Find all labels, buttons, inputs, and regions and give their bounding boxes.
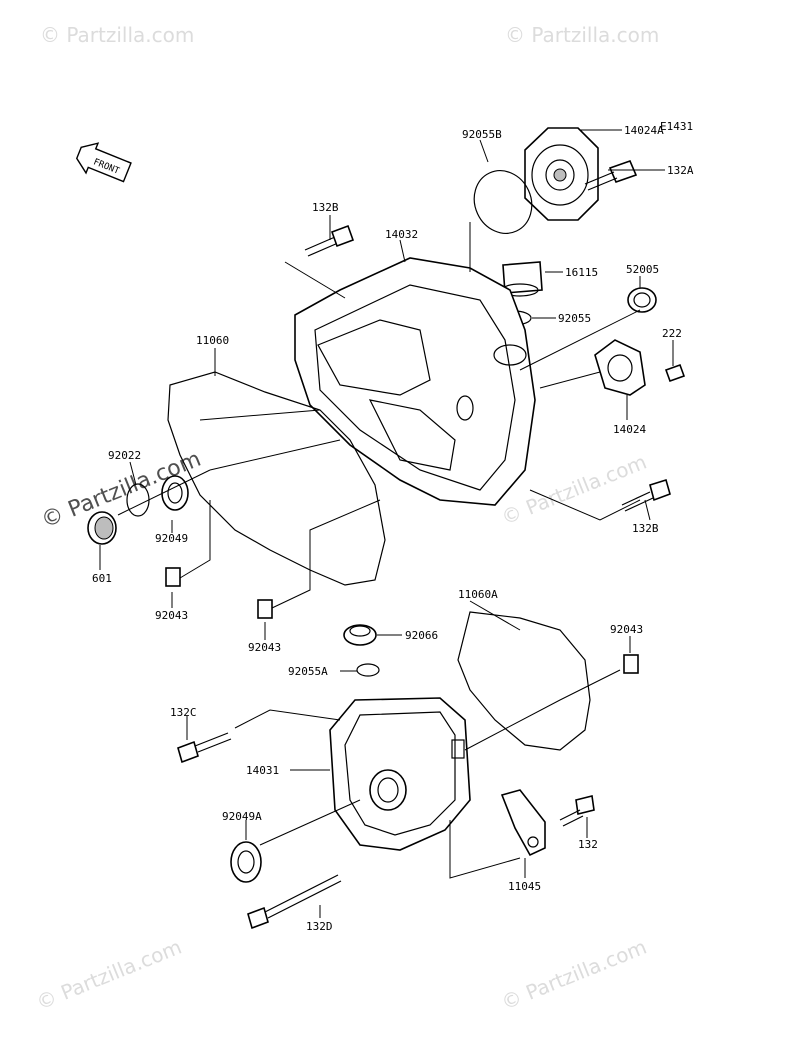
label-132A: 132A xyxy=(667,164,694,177)
callout-labels: 92055B 14024A 132A 132B 14032 16115 5200… xyxy=(92,124,694,933)
part-11060A-gasket xyxy=(457,611,591,751)
leader-lines xyxy=(99,129,674,918)
part-601-bearing xyxy=(87,511,117,545)
part-11045-bracket xyxy=(500,789,546,857)
part-132B-bolt-right xyxy=(621,478,671,512)
part-92043-dowel-left xyxy=(165,567,181,587)
part-14024A-cap xyxy=(524,127,599,221)
watermark-text: © Partzilla.com xyxy=(33,935,185,1015)
label-14032: 14032 xyxy=(385,228,418,241)
label-92043-left: 92043 xyxy=(155,609,188,622)
part-92043-dowel-right xyxy=(623,654,639,674)
part-92043-dowel-mid xyxy=(257,599,273,619)
part-132-bolt xyxy=(559,795,595,827)
label-11060A: 11060A xyxy=(458,588,498,601)
watermark-text: © Partzilla.com xyxy=(40,23,194,47)
label-92043-right: 92043 xyxy=(610,623,643,636)
watermark-text: © Partzilla.com xyxy=(498,935,650,1015)
label-92043-mid: 92043 xyxy=(248,641,281,654)
label-14024A: 14024A xyxy=(624,124,664,137)
label-132: 132 xyxy=(578,838,598,851)
label-52005: 52005 xyxy=(626,263,659,276)
label-92022: 92022 xyxy=(108,449,141,462)
part-92066-plug xyxy=(343,624,377,646)
label-132B-right: 132B xyxy=(632,522,659,535)
part-92055B-oring xyxy=(473,170,533,234)
label-16115: 16115 xyxy=(565,266,598,279)
part-132D-bolt xyxy=(247,874,342,930)
front-arrow-icon: FRONT xyxy=(75,142,132,183)
part-92049A-seal xyxy=(230,841,262,883)
part-14031-cover xyxy=(329,697,471,851)
label-92055: 92055 xyxy=(558,312,591,325)
label-14024: 14024 xyxy=(613,423,646,436)
label-132C: 132C xyxy=(170,706,197,719)
watermark-text: © Partzilla.com xyxy=(505,23,659,47)
part-132A-bolt xyxy=(584,159,638,191)
label-92049A: 92049A xyxy=(222,810,262,823)
label-601: 601 xyxy=(92,572,112,585)
part-16115-cap xyxy=(501,261,543,297)
part-132C-bolt xyxy=(177,732,232,764)
part-11060-gasket xyxy=(167,371,386,586)
part-14032-clutch-cover xyxy=(294,257,536,506)
part-92055A-oring xyxy=(356,663,380,677)
part-52005-plug xyxy=(627,287,657,313)
label-14031: 14031 xyxy=(246,764,279,777)
label-11060: 11060 xyxy=(196,334,229,347)
part-92049-seal xyxy=(161,475,189,511)
label-92055A: 92055A xyxy=(288,665,328,678)
diagram-code: E1431 xyxy=(660,120,693,133)
label-222: 222 xyxy=(662,327,682,340)
label-92049: 92049 xyxy=(155,532,188,545)
part-14024-cover xyxy=(594,339,646,396)
label-92066: 92066 xyxy=(405,629,438,642)
label-11045: 11045 xyxy=(508,880,541,893)
part-222-screw xyxy=(664,363,686,383)
part-132B-bolt-top xyxy=(304,224,355,257)
label-132D: 132D xyxy=(306,920,333,933)
label-132B-top: 132B xyxy=(312,201,339,214)
label-92055B: 92055B xyxy=(462,128,502,141)
